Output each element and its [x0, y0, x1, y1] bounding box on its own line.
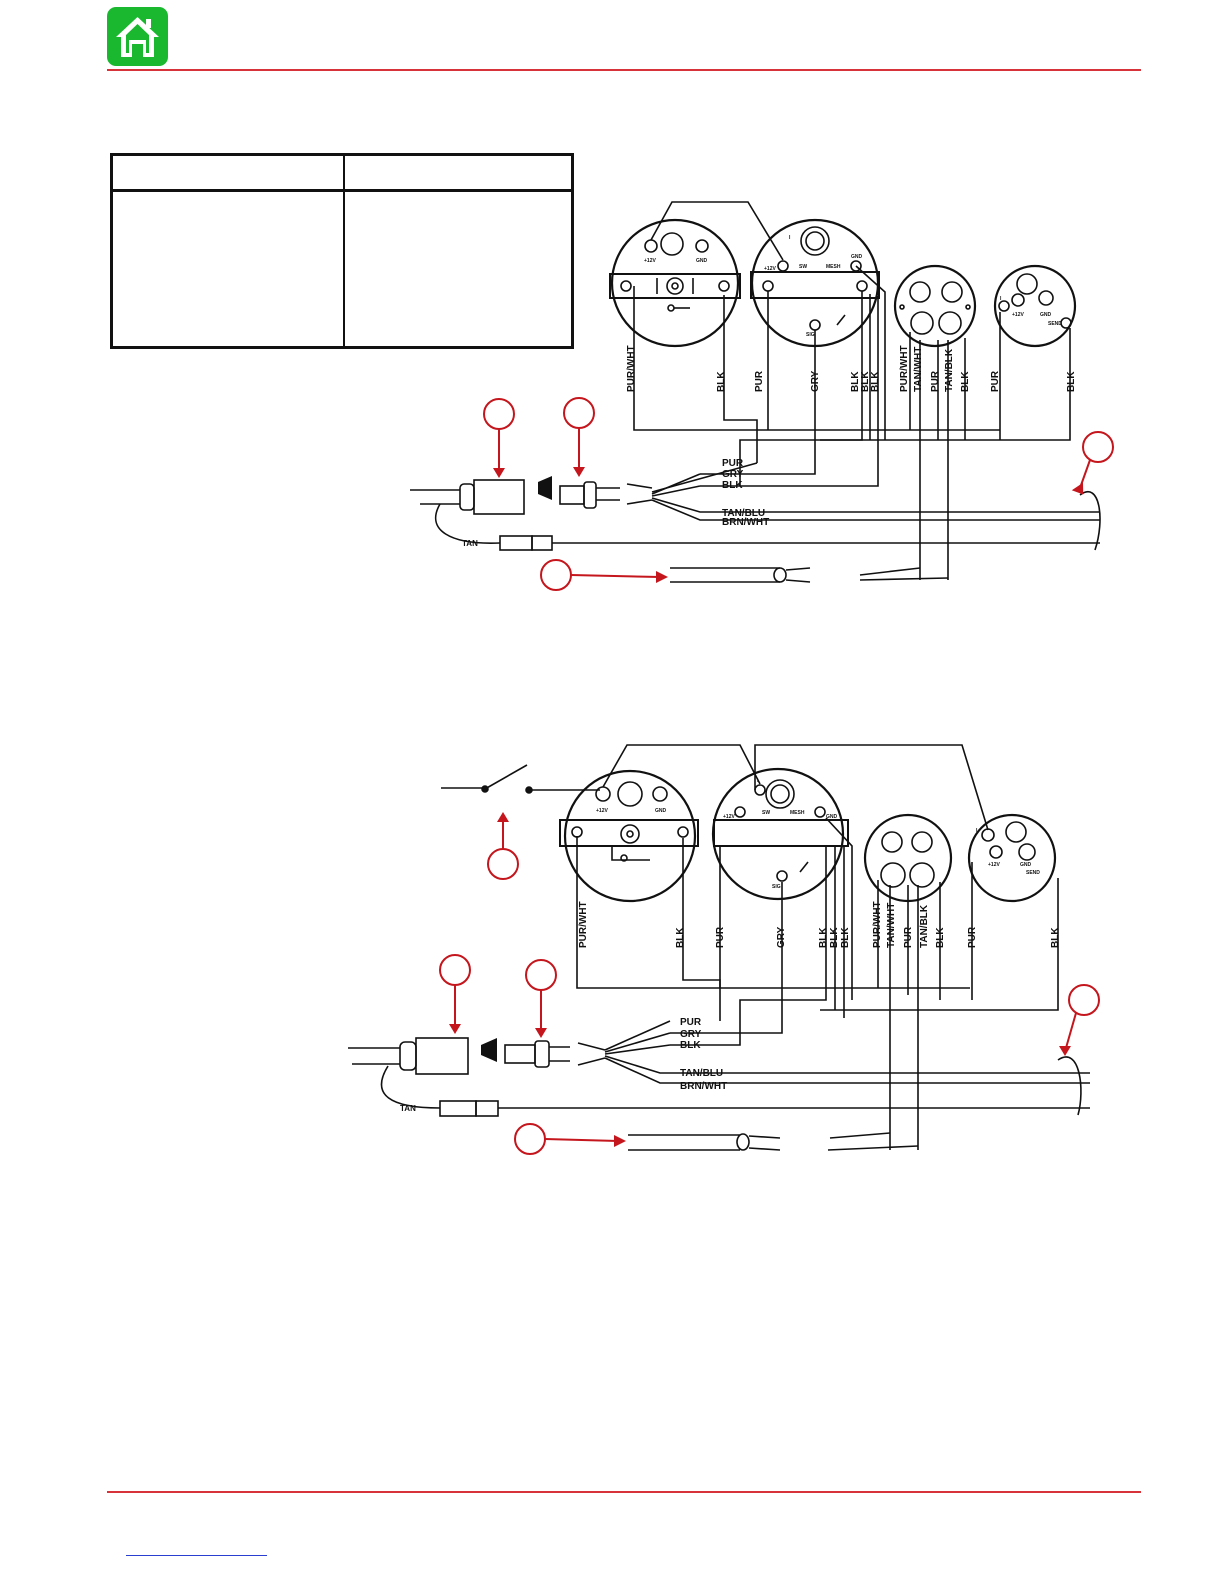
- wire-label: PUR: [930, 370, 941, 392]
- wire-label: TAN/BLK: [919, 904, 930, 948]
- terminal-label: +12V: [723, 814, 735, 820]
- spec-table: [110, 153, 574, 349]
- terminal-label: MESH: [826, 264, 841, 270]
- lead-label: TAN: [462, 539, 478, 548]
- gauge-4: [993, 264, 1077, 348]
- terminal-label: +12V: [644, 258, 656, 264]
- wire-label: BLK: [960, 371, 971, 392]
- harness-label: BLK: [680, 1040, 701, 1051]
- gauge-2: [711, 767, 849, 901]
- gauge-1: [609, 218, 741, 348]
- callout-circle: [525, 959, 557, 991]
- harness-label: TAN/BLU: [680, 1068, 723, 1079]
- wire-label: BLK: [860, 371, 871, 392]
- lead-label: TAN: [400, 1104, 416, 1113]
- wire-label: PUR/WHT: [578, 901, 589, 948]
- terminal-label: GND: [851, 254, 863, 260]
- wire-label: BLK: [850, 371, 861, 392]
- terminal-label: +12V: [988, 862, 1000, 868]
- wire-label: TAN/WHT: [886, 903, 897, 948]
- wire-label: TAN/WHT: [913, 347, 924, 392]
- wire-label: PUR/WHT: [899, 345, 910, 392]
- wire-label: BLK: [675, 927, 686, 948]
- footer-rule: [107, 1491, 1141, 1493]
- gauge-3: [893, 264, 977, 348]
- terminal-label: +12V: [764, 266, 776, 272]
- wire-label: BLK: [1050, 927, 1061, 948]
- terminal-label: GND: [655, 808, 667, 814]
- callout-circle: [439, 954, 471, 986]
- wire-label: PUR/WHT: [872, 901, 883, 948]
- harness-label: GRY: [680, 1029, 702, 1040]
- wire-label: BLK: [818, 927, 829, 948]
- home-button[interactable]: [107, 7, 168, 66]
- wire-label: PUR: [990, 370, 1001, 392]
- terminal-label: MESH: [790, 810, 805, 816]
- terminal-label: SW: [762, 810, 770, 816]
- harness-label: BRN/WHT: [722, 517, 769, 528]
- terminal-label: I: [757, 778, 759, 784]
- table-header-divider: [113, 189, 571, 192]
- callout-circle: [514, 1123, 546, 1155]
- terminal-label: +12V: [596, 808, 608, 814]
- wire-label: PUR: [715, 926, 726, 948]
- table-column-divider: [343, 156, 345, 346]
- callout-circle: [1068, 984, 1100, 1016]
- terminal-label: SIG: [806, 332, 815, 338]
- terminal-label: GND: [1020, 862, 1032, 868]
- wire-label: BLK: [840, 927, 851, 948]
- terminal-label: I: [789, 235, 791, 241]
- terminal-label: SIG: [772, 884, 781, 890]
- terminal-label: I: [1000, 296, 1002, 302]
- harness-label: BRN/WHT: [680, 1081, 727, 1092]
- callout-circle: [1082, 431, 1114, 463]
- wire-label: BLK: [1066, 371, 1077, 392]
- harness-label: PUR: [722, 458, 744, 469]
- terminal-label: GND: [696, 258, 708, 264]
- terminal-label: SW: [799, 264, 807, 270]
- terminal-label: SEND: [1026, 870, 1040, 876]
- header-rule: [107, 69, 1141, 71]
- wire-label: BLK: [716, 371, 727, 392]
- gauge-2: [750, 218, 880, 348]
- terminal-label: SEND: [1048, 321, 1062, 327]
- home-icon: [116, 17, 159, 57]
- wire-label: PUR: [903, 926, 914, 948]
- ignition-switch: [441, 764, 600, 794]
- callout-circle: [487, 848, 519, 880]
- wire-label: PUR: [754, 370, 765, 392]
- wire-label: GRY: [776, 926, 787, 948]
- wire-label: BLK: [870, 371, 881, 392]
- terminal-label: GND: [826, 814, 838, 820]
- harness-label: BLK: [722, 480, 743, 491]
- harness-label: TAN/BLU: [722, 508, 765, 519]
- terminal-label: I: [976, 828, 978, 834]
- wire-label: GRY: [810, 370, 821, 392]
- harness-label: GRY: [722, 469, 744, 480]
- footer-link[interactable]: [126, 1555, 267, 1556]
- terminal-label: GND: [1040, 312, 1052, 318]
- gauge-4: [967, 813, 1057, 903]
- wire-label: BLK: [829, 927, 840, 948]
- wire-label: TAN/BLK: [944, 348, 955, 392]
- wire-label: PUR/WHT: [626, 345, 637, 392]
- terminal-label: +12V: [1012, 312, 1024, 318]
- wire-label: PUR: [967, 926, 978, 948]
- harness-label: PUR: [680, 1017, 702, 1028]
- wire-label: BLK: [935, 927, 946, 948]
